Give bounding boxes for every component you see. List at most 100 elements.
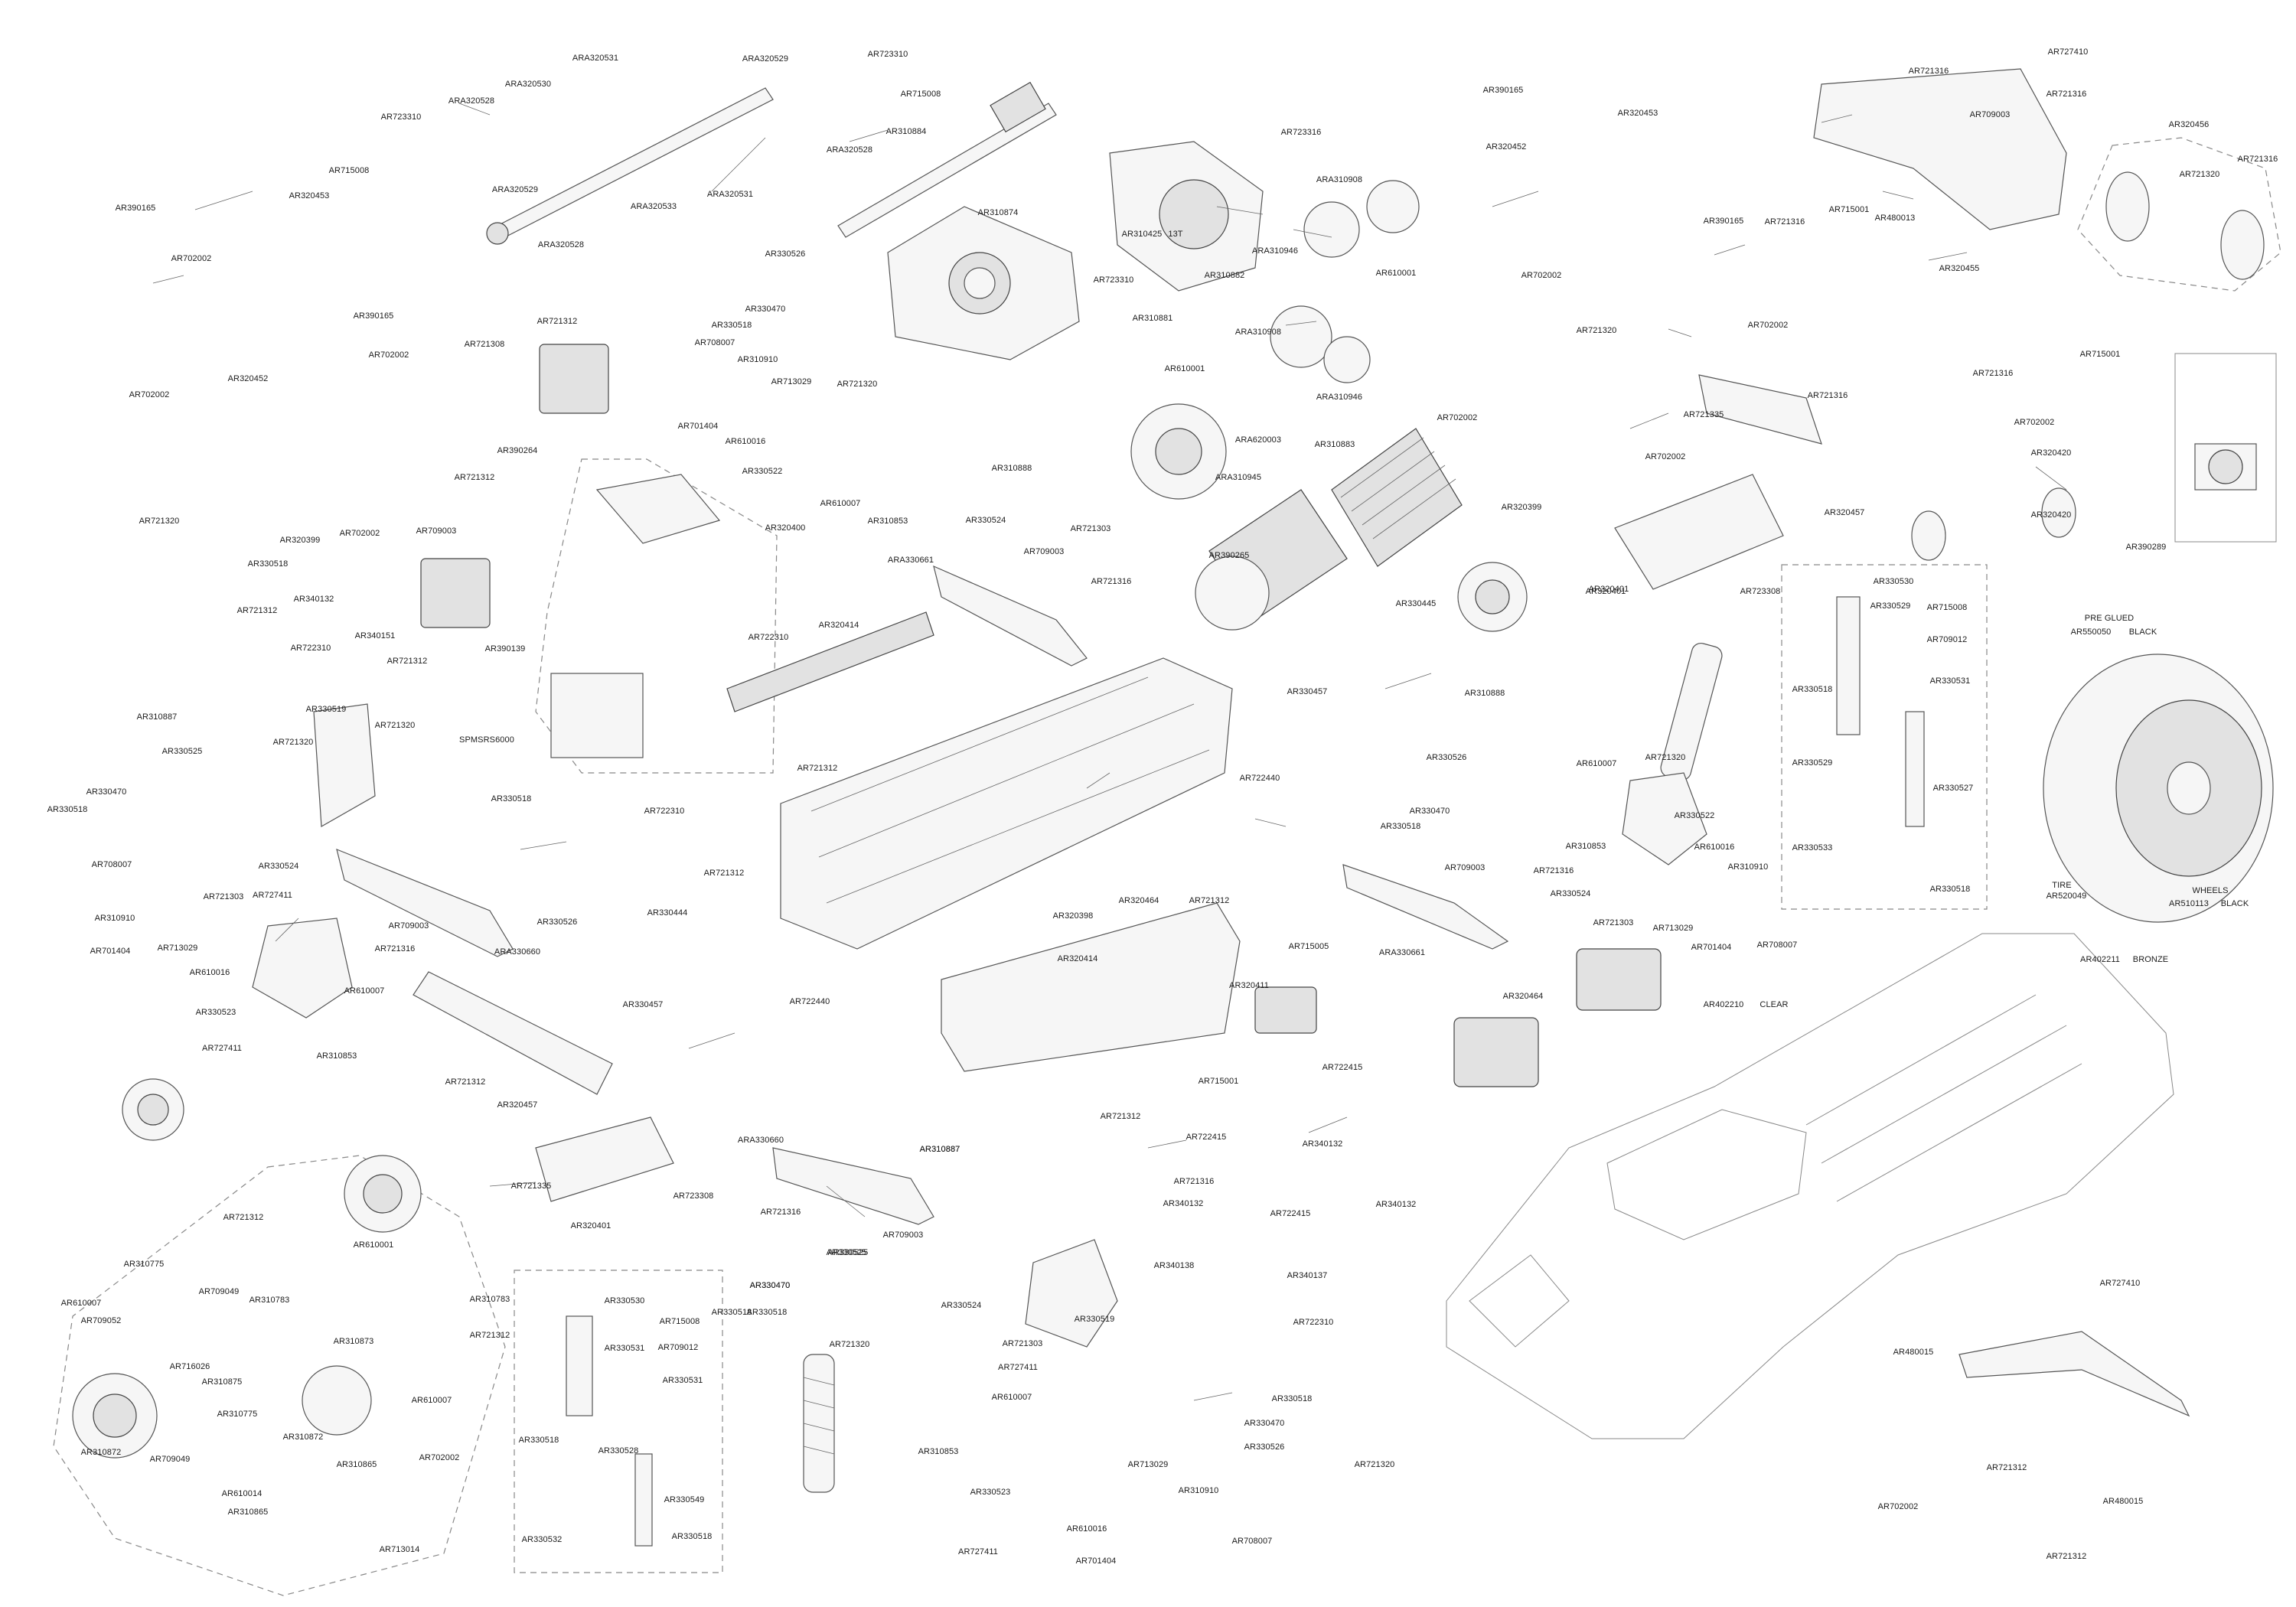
main-chassis (726, 611, 1233, 950)
part-label: AR723310 (380, 112, 422, 122)
part-label: AR709003 (1023, 547, 1065, 556)
part-label: AR715008 (328, 166, 370, 175)
part-label: AR330526 (765, 249, 806, 259)
part-label: PRE GLUED (2084, 614, 2135, 623)
part-label: AR721312 (386, 657, 428, 666)
part-label: AR701404 (1075, 1556, 1117, 1566)
battery-strap-block (1254, 986, 1317, 1034)
part-label: AR722310 (748, 633, 789, 642)
part-label: AR727411 (998, 1363, 1038, 1372)
part-label: AR715005 (1288, 942, 1329, 951)
part-label: AR390165 (115, 204, 156, 213)
part-label: AR320455 (1939, 264, 1980, 273)
part-label: AR721316 (2046, 90, 2087, 99)
front-lower-arm-left (336, 849, 514, 957)
part-label: AR702002 (1437, 413, 1478, 422)
part-label: ARA320528 (826, 145, 873, 155)
part-label: AR610014 (221, 1489, 263, 1498)
part-label: AR310425 (1121, 230, 1163, 239)
part-label: AR727411 (202, 1044, 242, 1053)
part-label: AR340132 (293, 595, 334, 604)
part-label: AR721312 (797, 764, 838, 773)
part-label: AR722440 (789, 997, 830, 1006)
part-label: AR713029 (1652, 924, 1694, 933)
shock-detail-parts (566, 596, 1925, 1547)
part-label: AR330470 (749, 1281, 791, 1290)
part-label: AR330518 (1271, 1394, 1313, 1403)
part-label: AR702002 (1521, 271, 1562, 280)
part-label: AR340132 (1375, 1200, 1417, 1209)
part-label: AR310884 (885, 127, 927, 136)
part-label: AR715001 (1828, 205, 1870, 214)
part-label: AR330525 (827, 1248, 869, 1257)
part-label: AR702002 (1877, 1502, 1919, 1511)
part-label: AR330470 (1244, 1419, 1285, 1428)
front-bumper (413, 971, 613, 1095)
part-label: ARA320531 (572, 54, 619, 63)
part-label: AR610007 (344, 986, 385, 996)
receiver-box (550, 474, 721, 758)
part-label: AR320420 (2030, 448, 2072, 458)
part-label: AR480015 (2102, 1497, 2144, 1506)
part-label: AR701404 (677, 422, 719, 431)
part-label: AR310783 (249, 1296, 290, 1305)
part-label: AR709003 (388, 921, 429, 931)
part-label: AR713014 (379, 1545, 420, 1554)
center-driveshaft-front (486, 87, 774, 245)
part-label: AR330444 (647, 908, 688, 918)
part-label: AR330526 (1426, 753, 1467, 762)
part-label: AR310873 (333, 1337, 374, 1346)
part-label: AR610007 (1576, 759, 1617, 768)
part-label: AR708007 (694, 338, 735, 347)
part-label: AR340151 (354, 631, 396, 641)
part-label: AR721320 (272, 738, 314, 747)
rear-hub-wheels (2105, 171, 2265, 280)
part-label: AR721316 (1908, 67, 1949, 76)
part-label: AR721312 (1100, 1112, 1141, 1121)
part-label: AR330518 (1929, 885, 1971, 894)
part-label: AR330470 (1409, 807, 1450, 816)
part-label: AR721316 (760, 1208, 801, 1217)
part-label: AR310887 (136, 712, 178, 722)
part-label: AR722310 (290, 644, 331, 653)
part-label: AR721312 (454, 473, 495, 482)
part-label: AR722310 (1293, 1318, 1334, 1327)
part-label: AR702002 (339, 529, 380, 538)
part-label: AR330526 (1244, 1442, 1285, 1452)
part-label: AR715008 (1926, 603, 1968, 612)
part-label: AR330529 (1870, 601, 1911, 611)
part-label: AR721316 (1764, 217, 1805, 227)
part-label: AR721312 (469, 1331, 510, 1340)
part-label: AR722415 (1186, 1133, 1227, 1142)
part-label: AR721316 (1972, 369, 2014, 378)
part-label: AR702002 (1645, 452, 1686, 461)
rear-hub-carrier (1025, 1239, 1118, 1348)
cooling-fan (2194, 443, 2257, 491)
part-label: AR330531 (1929, 676, 1971, 686)
part-label: AR330457 (1287, 687, 1328, 696)
part-label: AR310888 (991, 464, 1032, 473)
part-label: AR721320 (1576, 326, 1617, 335)
part-label: AR310775 (217, 1410, 258, 1419)
part-label: AR480013 (1874, 214, 1916, 223)
part-label: AR713029 (771, 377, 812, 386)
part-label: AR320456 (2168, 120, 2210, 129)
part-label: AR330470 (749, 1281, 791, 1290)
part-label: AR310775 (123, 1260, 165, 1269)
part-label: AR713029 (1127, 1460, 1169, 1469)
part-label: AR702002 (1747, 321, 1789, 330)
part-label: ARA310908 (1316, 175, 1363, 184)
part-label: AR727411 (958, 1547, 998, 1556)
part-label: AR723316 (1280, 128, 1322, 137)
part-label: AR721308 (464, 340, 505, 349)
part-label: AR330522 (1674, 811, 1715, 820)
part-label: AR330518 (491, 794, 532, 804)
part-label: AR702002 (129, 390, 170, 399)
fan-detail-box (2174, 353, 2277, 543)
gear-cover (1109, 141, 1264, 292)
part-label: ARA330660 (737, 1136, 784, 1145)
part-label: ARA320533 (630, 202, 677, 211)
part-label: AR320398 (1052, 911, 1094, 921)
part-label: AR330526 (536, 918, 578, 927)
